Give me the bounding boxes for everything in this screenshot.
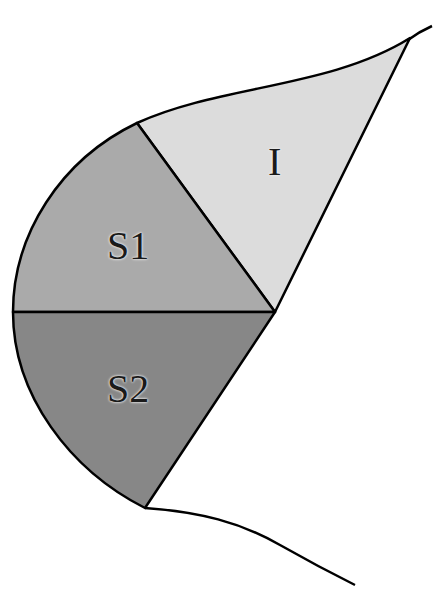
region-outline [9,119,279,316]
region-shape: S1 [9,119,279,316]
region-shape: S2 [9,308,279,512]
region-fill [13,312,275,508]
region-label: I [268,142,281,182]
region-outline [9,308,279,512]
region-fill [13,123,275,312]
region-label: S1 [107,226,149,266]
region-label: S2 [107,369,149,409]
outline-tail [145,508,355,585]
outline-tip [408,26,432,40]
